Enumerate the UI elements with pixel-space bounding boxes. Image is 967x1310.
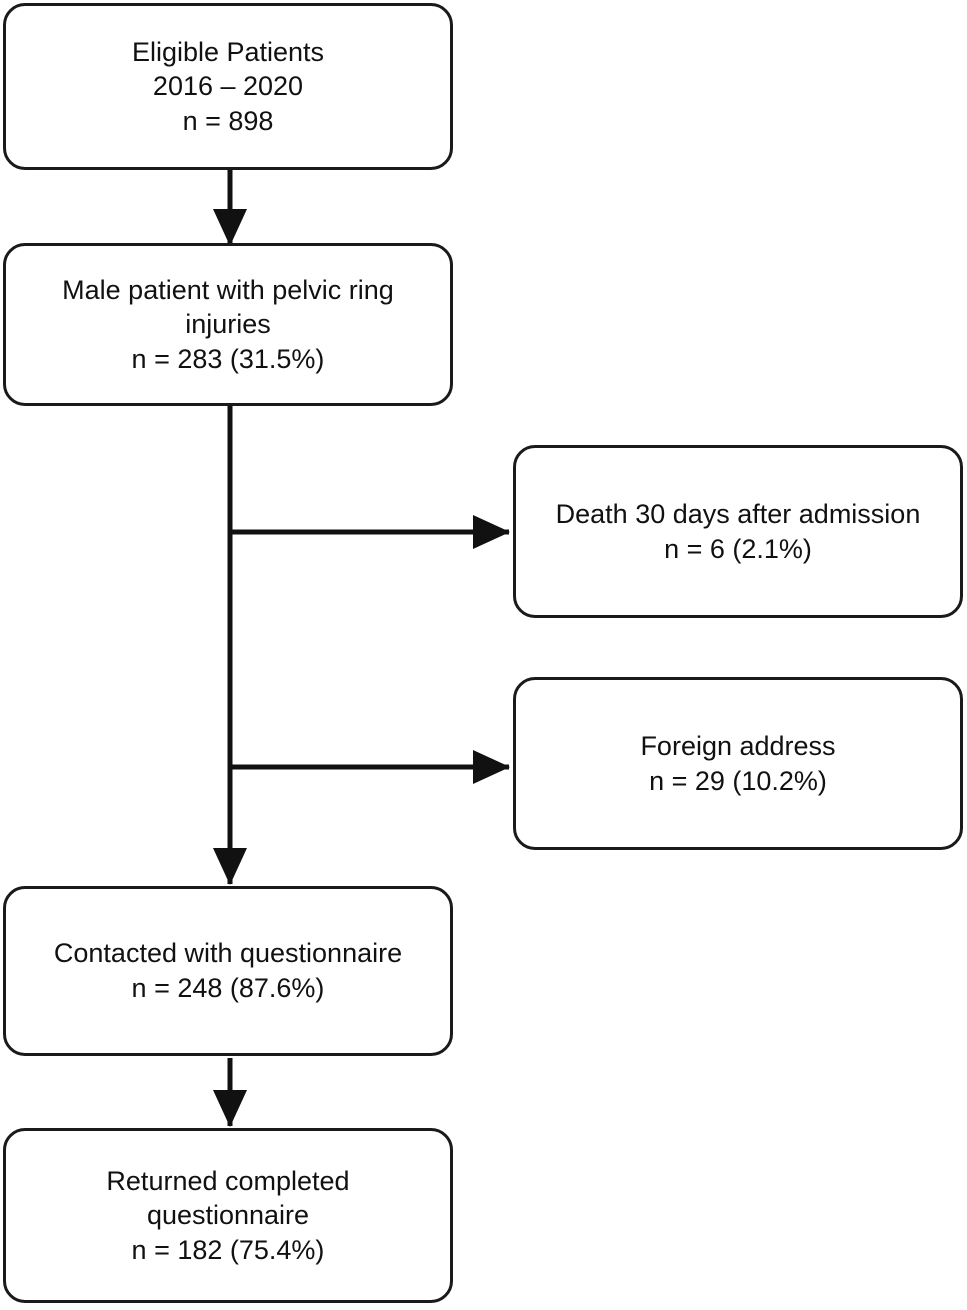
returned-completed-title-line2: questionnaire bbox=[146, 1200, 310, 1231]
node-contacted-with-questionnaire: Contacted with questionnaire n = 248 (87… bbox=[3, 886, 453, 1056]
contacted-count: n = 248 (87.6%) bbox=[131, 973, 325, 1003]
node-returned-completed-questionnaire: Returned completed questionnaire n = 182… bbox=[3, 1128, 453, 1303]
returned-completed-count: n = 182 (75.4%) bbox=[131, 1234, 325, 1265]
eligible-patients-period: 2016 – 2020 bbox=[152, 71, 304, 102]
eligible-patients-title: Eligible Patients bbox=[131, 36, 325, 67]
male-pelvic-ring-count: n = 283 (31.5%) bbox=[131, 343, 325, 374]
node-eligible-patients: Eligible Patients 2016 – 2020 n = 898 bbox=[3, 3, 453, 170]
contacted-title: Contacted with questionnaire bbox=[53, 938, 403, 969]
male-pelvic-ring-title-line1: Male patient with pelvic ring bbox=[62, 274, 394, 305]
node-male-pelvic-ring-injuries: Male patient with pelvic ring injuries n… bbox=[3, 243, 453, 406]
node-foreign-address: Foreign address n = 29 (10.2%) bbox=[513, 677, 963, 850]
foreign-address-count: n = 29 (10.2%) bbox=[649, 765, 827, 796]
death-30-days-count: n = 6 (2.1%) bbox=[664, 533, 812, 564]
male-pelvic-ring-title-line2: injuries bbox=[185, 309, 271, 340]
node-death-30-days-after-admission: Death 30 days after admission n = 6 (2.1… bbox=[513, 445, 963, 618]
death-30-days-title: Death 30 days after admission bbox=[555, 498, 921, 529]
foreign-address-title: Foreign address bbox=[640, 730, 836, 761]
returned-completed-title-line1: Returned completed bbox=[106, 1165, 350, 1196]
eligible-patients-count: n = 898 bbox=[182, 105, 274, 136]
